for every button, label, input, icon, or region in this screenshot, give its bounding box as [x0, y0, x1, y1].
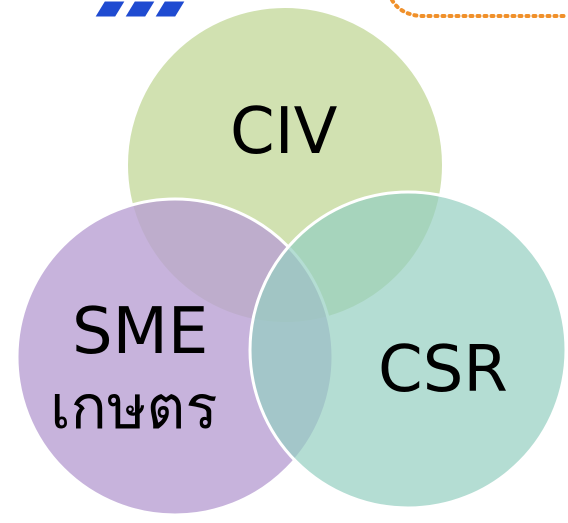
stripe-2 [120, 0, 159, 20]
sme-label: SME [72, 295, 209, 369]
csr-label: CSR [378, 333, 508, 407]
sme-thai-label: เกษตร [50, 373, 218, 443]
stripe-1 [90, 0, 129, 20]
civ-label: CIV [230, 95, 338, 169]
stripe-decoration [90, 0, 189, 20]
stripe-3 [150, 0, 189, 20]
circle-csr [248, 190, 568, 510]
dotted-decoration [390, 0, 568, 18]
